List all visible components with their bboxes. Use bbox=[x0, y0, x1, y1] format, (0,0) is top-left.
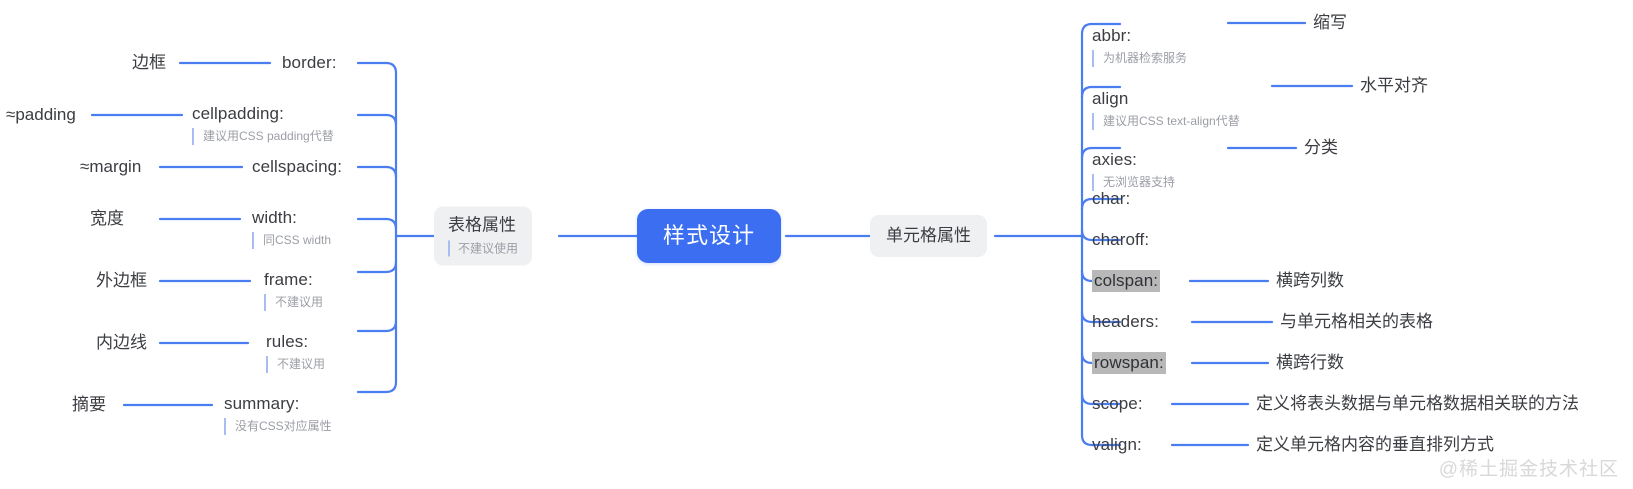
left-leaf-width-desc-text: 宽度 bbox=[90, 209, 124, 228]
watermark: @稀土掘金技术社区 bbox=[1438, 459, 1619, 480]
right-leaf-align-desc-text: 水平对齐 bbox=[1360, 76, 1428, 95]
left-leaf-summary-desc[interactable]: 摘要 bbox=[72, 394, 106, 416]
right-leaf-headers-desc-text: 与单元格相关的表格 bbox=[1280, 312, 1433, 331]
node-root-label: 样式设计 bbox=[663, 223, 756, 248]
right-leaf-valign-desc-text: 定义单元格内容的垂直排列方式 bbox=[1256, 435, 1494, 454]
right-node-abbr-note: 为机器检索服务 bbox=[1092, 50, 1187, 67]
left-node-cellspacing-label: cellspacing: bbox=[252, 157, 343, 176]
left-leaf-width-desc[interactable]: 宽度 bbox=[90, 208, 124, 230]
left-node-summary-label: summary: bbox=[224, 394, 300, 413]
left-node-border-label: border: bbox=[282, 53, 337, 72]
left-node-rules-note: 不建议用 bbox=[266, 356, 325, 373]
right-node-char-label: char: bbox=[1092, 189, 1131, 208]
right-node-colspan-label: colspan: bbox=[1092, 270, 1161, 292]
left-node-cellpadding[interactable]: cellpadding: 建议用CSS padding代替 bbox=[192, 103, 334, 145]
right-leaf-abbr-desc-text: 缩写 bbox=[1313, 13, 1347, 32]
right-leaf-abbr-desc[interactable]: 缩写 bbox=[1313, 12, 1347, 34]
right-leaf-axies-desc[interactable]: 分类 bbox=[1304, 137, 1338, 159]
right-node-charoff[interactable]: charoff: bbox=[1092, 229, 1149, 251]
right-node-axies[interactable]: axies: 无浏览器支持 bbox=[1092, 149, 1175, 191]
right-node-charoff-label: charoff: bbox=[1092, 230, 1150, 249]
right-node-axies-label: axies: bbox=[1092, 150, 1138, 169]
left-node-width-note: 同CSS width bbox=[252, 232, 331, 249]
right-node-align-label: align bbox=[1092, 89, 1129, 108]
left-leaf-border-desc-text: 边框 bbox=[132, 53, 166, 72]
left-node-frame[interactable]: frame: 不建议用 bbox=[264, 269, 323, 311]
left-node-frame-note: 不建议用 bbox=[264, 294, 323, 311]
left-leaf-border-desc[interactable]: 边框 bbox=[132, 52, 166, 74]
left-node-width-label: width: bbox=[252, 208, 298, 227]
left-node-width[interactable]: width: 同CSS width bbox=[252, 207, 331, 249]
left-node-cellpadding-label: cellpadding: bbox=[192, 104, 284, 123]
right-node-align[interactable]: align 建议用CSS text-align代替 bbox=[1092, 88, 1240, 130]
right-leaf-colspan-desc-text: 横跨列数 bbox=[1276, 271, 1344, 290]
right-leaf-scope-desc-text: 定义将表头数据与单元格数据相关联的方法 bbox=[1256, 394, 1579, 413]
left-node-cellspacing[interactable]: cellspacing: bbox=[252, 156, 342, 178]
right-leaf-headers-desc[interactable]: 与单元格相关的表格 bbox=[1280, 311, 1433, 333]
right-node-rowspan-label: rowspan: bbox=[1092, 352, 1166, 374]
left-leaf-cellspacing-desc[interactable]: ≈margin bbox=[80, 156, 141, 178]
right-node-scope[interactable]: scope: bbox=[1092, 393, 1143, 415]
node-root-style-design[interactable]: 样式设计 bbox=[637, 209, 782, 263]
left-node-summary[interactable]: summary: 没有CSS对应属性 bbox=[224, 393, 332, 435]
node-cell-attributes[interactable]: 单元格属性 bbox=[870, 215, 987, 257]
right-node-abbr-label: abbr: bbox=[1092, 26, 1132, 45]
right-node-valign-label: valign: bbox=[1092, 435, 1142, 454]
right-node-headers-label: headers: bbox=[1092, 312, 1159, 331]
left-leaf-cellspacing-desc-text: ≈margin bbox=[80, 157, 142, 176]
right-node-align-note: 建议用CSS text-align代替 bbox=[1092, 113, 1240, 130]
right-node-abbr[interactable]: abbr: 为机器检索服务 bbox=[1092, 25, 1187, 67]
left-leaf-cellpadding-desc[interactable]: ≈padding bbox=[6, 104, 76, 126]
left-leaf-frame-desc-text: 外边框 bbox=[96, 271, 147, 290]
right-node-headers[interactable]: headers: bbox=[1092, 311, 1159, 333]
right-node-char[interactable]: char: bbox=[1092, 188, 1130, 210]
left-node-summary-note: 没有CSS对应属性 bbox=[224, 418, 332, 435]
right-leaf-align-desc[interactable]: 水平对齐 bbox=[1360, 75, 1428, 97]
right-leaf-colspan-desc[interactable]: 横跨列数 bbox=[1276, 270, 1344, 292]
left-leaf-frame-desc[interactable]: 外边框 bbox=[96, 270, 147, 292]
node-table-attributes-note: 不建议使用 bbox=[448, 240, 518, 257]
right-node-axies-note: 无浏览器支持 bbox=[1092, 174, 1175, 191]
right-node-colspan[interactable]: colspan: bbox=[1092, 270, 1161, 292]
left-node-cellpadding-note: 建议用CSS padding代替 bbox=[192, 128, 334, 145]
left-node-frame-label: frame: bbox=[264, 270, 313, 289]
right-node-rowspan[interactable]: rowspan: bbox=[1092, 352, 1166, 374]
right-node-valign[interactable]: valign: bbox=[1092, 434, 1142, 456]
left-leaf-rules-desc-text: 内边线 bbox=[96, 333, 147, 352]
left-node-border[interactable]: border: bbox=[282, 52, 337, 74]
node-table-attributes-label: 表格属性 bbox=[448, 215, 516, 235]
right-leaf-valign-desc[interactable]: 定义单元格内容的垂直排列方式 bbox=[1256, 434, 1494, 456]
left-leaf-cellpadding-desc-text: ≈padding bbox=[6, 105, 76, 124]
left-node-rules-label: rules: bbox=[266, 332, 309, 351]
right-leaf-axies-desc-text: 分类 bbox=[1304, 138, 1338, 157]
right-leaf-rowspan-desc-text: 横跨行数 bbox=[1276, 353, 1344, 372]
left-leaf-rules-desc[interactable]: 内边线 bbox=[96, 332, 147, 354]
left-leaf-summary-desc-text: 摘要 bbox=[72, 395, 106, 414]
node-cell-attributes-label: 单元格属性 bbox=[886, 226, 971, 245]
node-table-attributes[interactable]: 表格属性 不建议使用 bbox=[434, 206, 533, 266]
left-node-rules[interactable]: rules: 不建议用 bbox=[266, 331, 325, 373]
right-leaf-scope-desc[interactable]: 定义将表头数据与单元格数据相关联的方法 bbox=[1256, 393, 1579, 415]
right-leaf-rowspan-desc[interactable]: 横跨行数 bbox=[1276, 352, 1344, 374]
right-node-scope-label: scope: bbox=[1092, 394, 1143, 413]
